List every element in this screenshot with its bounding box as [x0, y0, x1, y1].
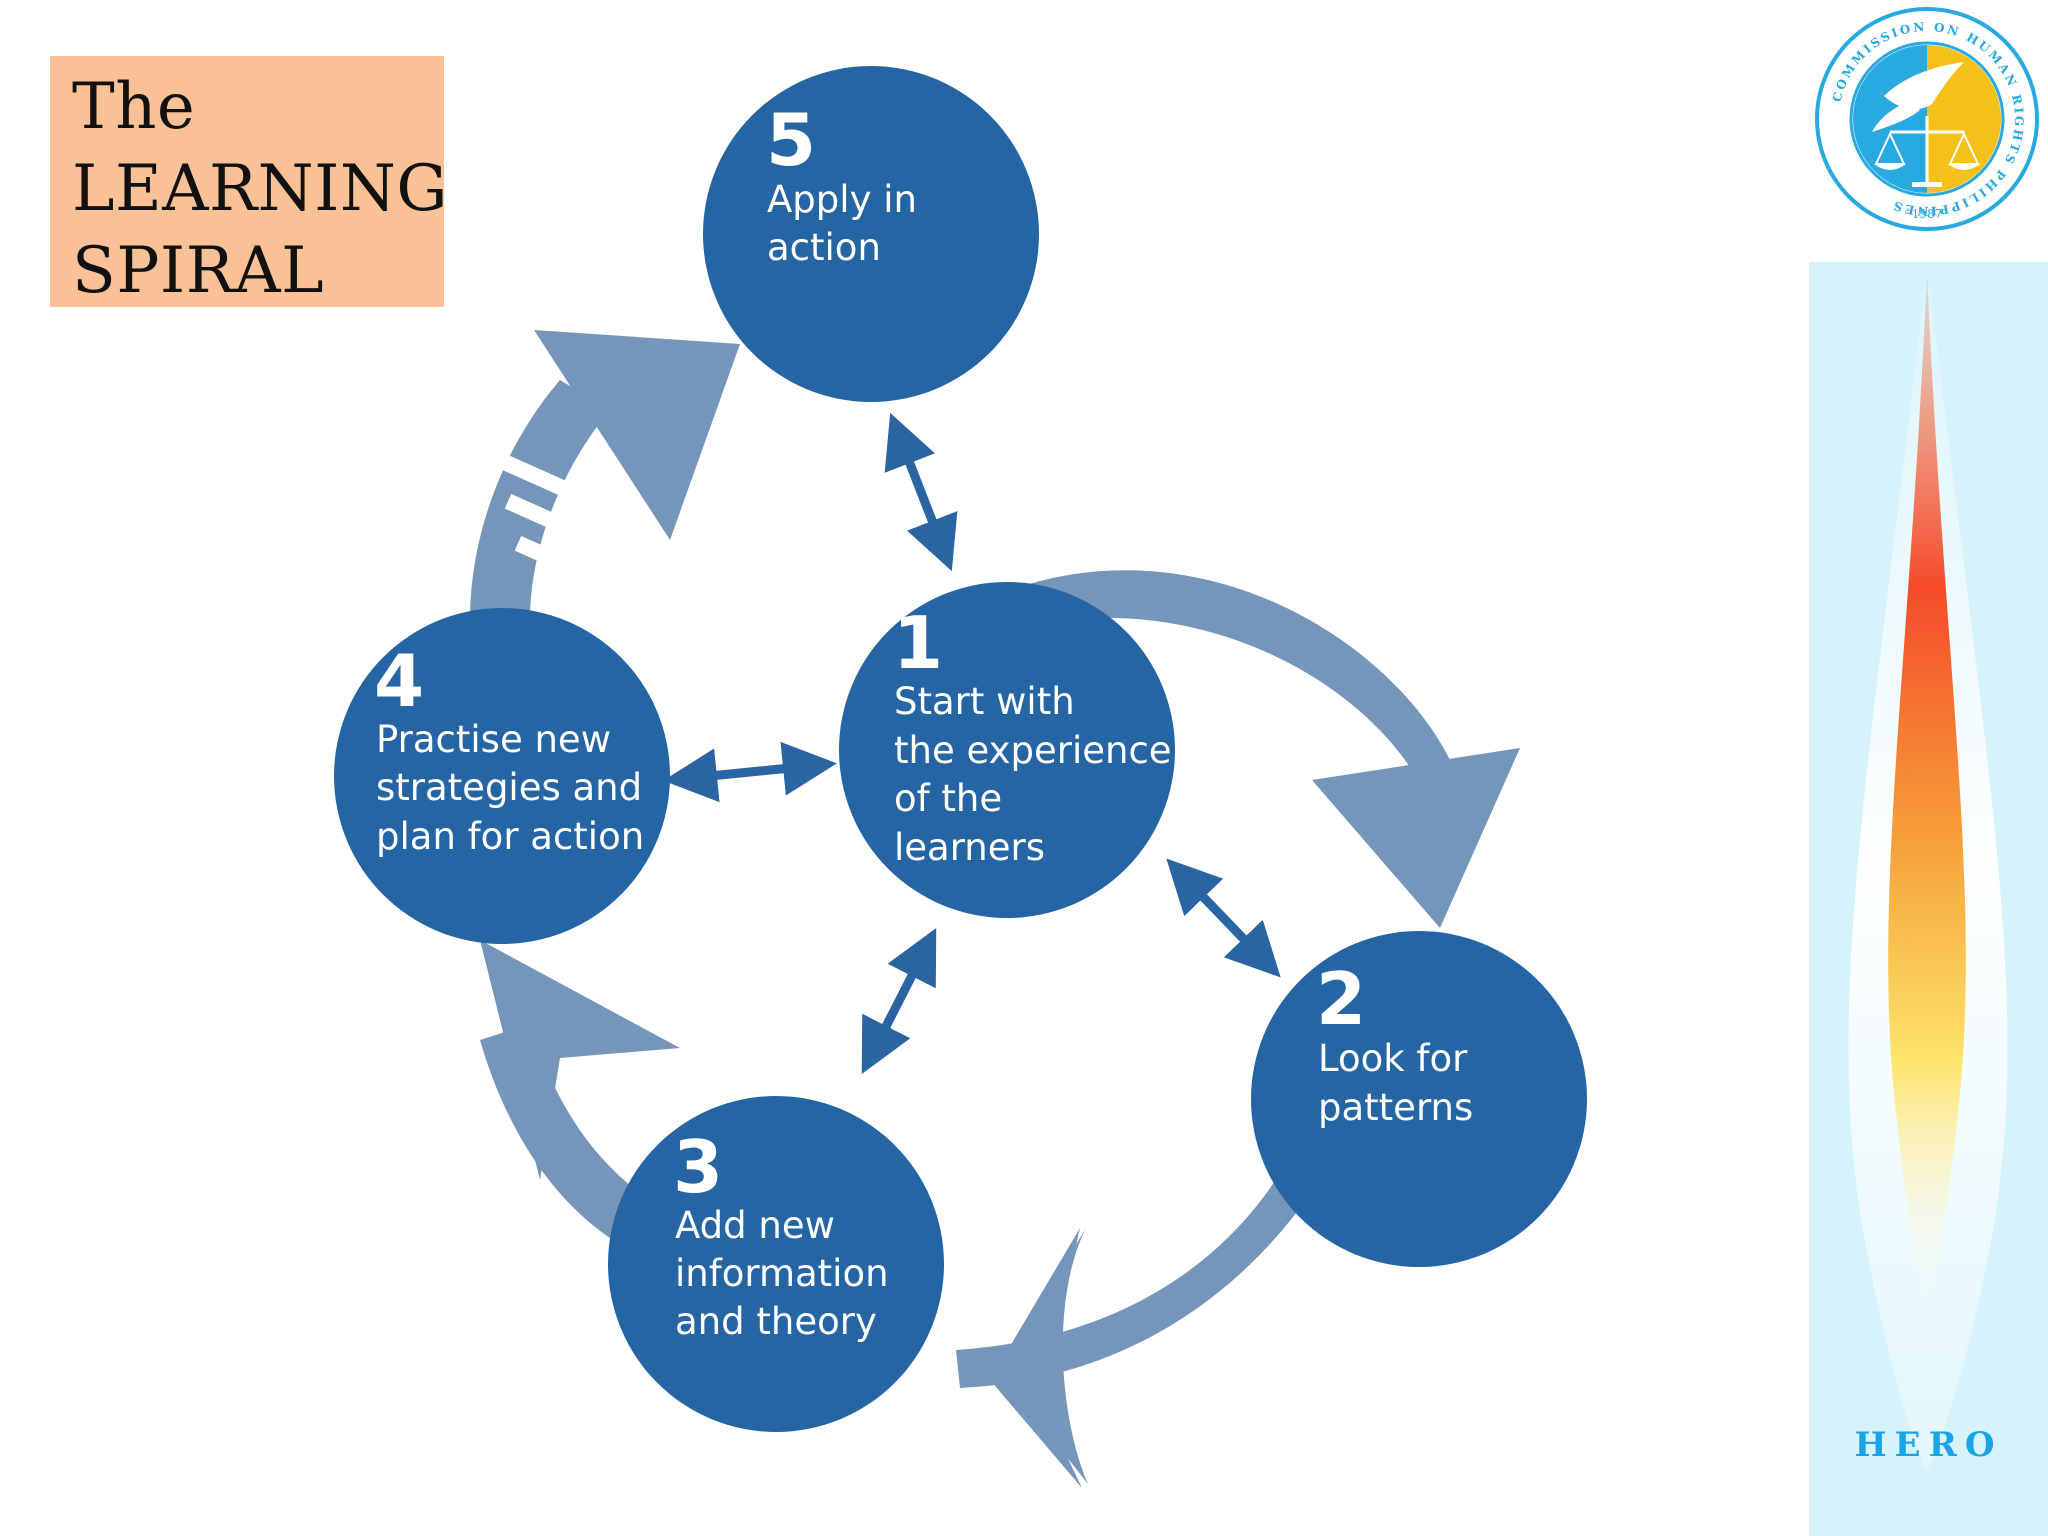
connector-1-4 — [663, 741, 837, 803]
node-3-line-1: Add new — [675, 1204, 835, 1247]
node-4-line-3: plan for action — [376, 815, 644, 858]
cycle-arrowhead-4-to-5 — [534, 330, 740, 540]
node-2-circle — [1251, 931, 1587, 1267]
cycle-arc-stripes — [494, 451, 606, 589]
sidebar-flame-strip — [1809, 262, 2048, 1536]
node-3-number: 3 — [673, 1125, 723, 1209]
connector-1-3 — [861, 927, 937, 1075]
title-line-3: SPIRAL — [72, 234, 325, 308]
node-3-circle — [608, 1096, 944, 1432]
node-4-line-2: strategies and — [376, 766, 642, 809]
node-1-line-1: Start with — [894, 680, 1075, 723]
cycle-arrowhead-2-to-3-fill — [1000, 1228, 1088, 1484]
node-5-line-1: Apply in — [767, 178, 917, 221]
title-box: The LEARNING SPIRAL — [50, 56, 449, 308]
cycle-arrowhead-3-to-4 — [480, 940, 680, 1180]
node-3-line-3: and theory — [675, 1300, 877, 1343]
node-4-line-1: Practise new — [376, 718, 611, 761]
cycle-arc-4-to-5 — [470, 380, 610, 620]
title-line-2: LEARNING — [72, 152, 449, 226]
connector-1-2 — [1166, 858, 1281, 978]
node-1-circle — [839, 582, 1175, 918]
node-1-line-4: learners — [894, 826, 1045, 869]
node-1-number: 1 — [893, 601, 943, 685]
node-4-circle — [334, 608, 670, 944]
cycle-arrowhead-1-to-2 — [1312, 748, 1520, 928]
node-5-number: 5 — [766, 98, 816, 182]
node-5-circle — [703, 66, 1039, 402]
flame-icon — [1888, 272, 1966, 1322]
node-1-line-2: the experience — [894, 729, 1172, 772]
node-4-number: 4 — [374, 639, 424, 723]
seal-year: 1987 — [1912, 207, 1943, 221]
commission-seal-icon: COMMISSION ON HUMAN RIGHTS PHILIPPINES 1… — [1815, 7, 2039, 231]
node-2-line-2: patterns — [1318, 1086, 1473, 1129]
title-line-1: The — [72, 70, 196, 144]
node-1-line-3: of the — [894, 777, 1002, 820]
node-5-line-2: action — [767, 226, 881, 269]
hero-label: HERO — [1854, 1425, 2003, 1465]
connector-1-5 — [884, 412, 958, 572]
node-2-number: 2 — [1316, 957, 1366, 1041]
node-2-line-1: Look for — [1318, 1037, 1468, 1080]
node-3-line-2: information — [675, 1252, 889, 1295]
